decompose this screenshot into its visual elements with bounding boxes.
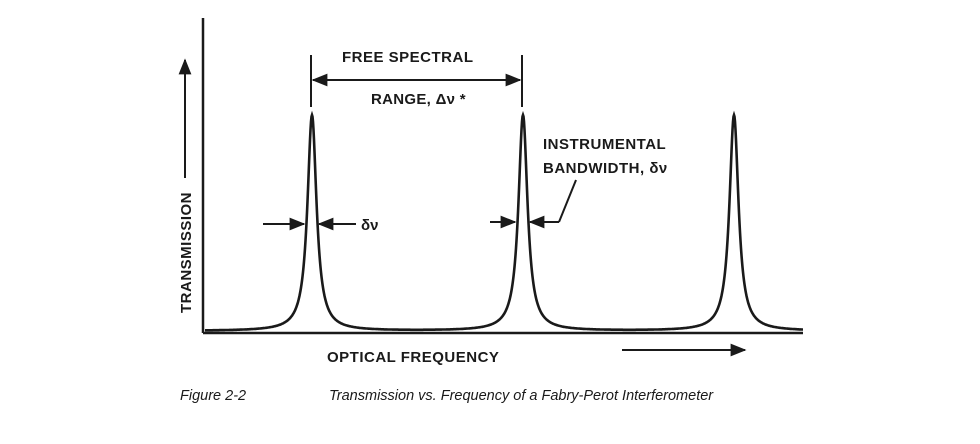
instrumental-label-line2: BANDWIDTH, δν: [543, 160, 668, 177]
y-axis-label: TRANSMISSION: [178, 192, 195, 313]
transmission-curve: [205, 110, 803, 332]
x-axis-label: OPTICAL FREQUENCY: [327, 349, 499, 366]
figure-number: Figure 2-2: [180, 388, 246, 404]
figure-caption: Transmission vs. Frequency of a Fabry-Pe…: [329, 388, 714, 404]
instrumental-leader-line: [558, 179, 577, 223]
instrumental-label-line1: INSTRUMENTAL: [543, 136, 666, 153]
fsr-label-line2: RANGE, Δν *: [371, 91, 466, 108]
fsr-label-line1: FREE SPECTRAL: [342, 49, 474, 66]
delta-nu-label: δν: [361, 217, 378, 234]
